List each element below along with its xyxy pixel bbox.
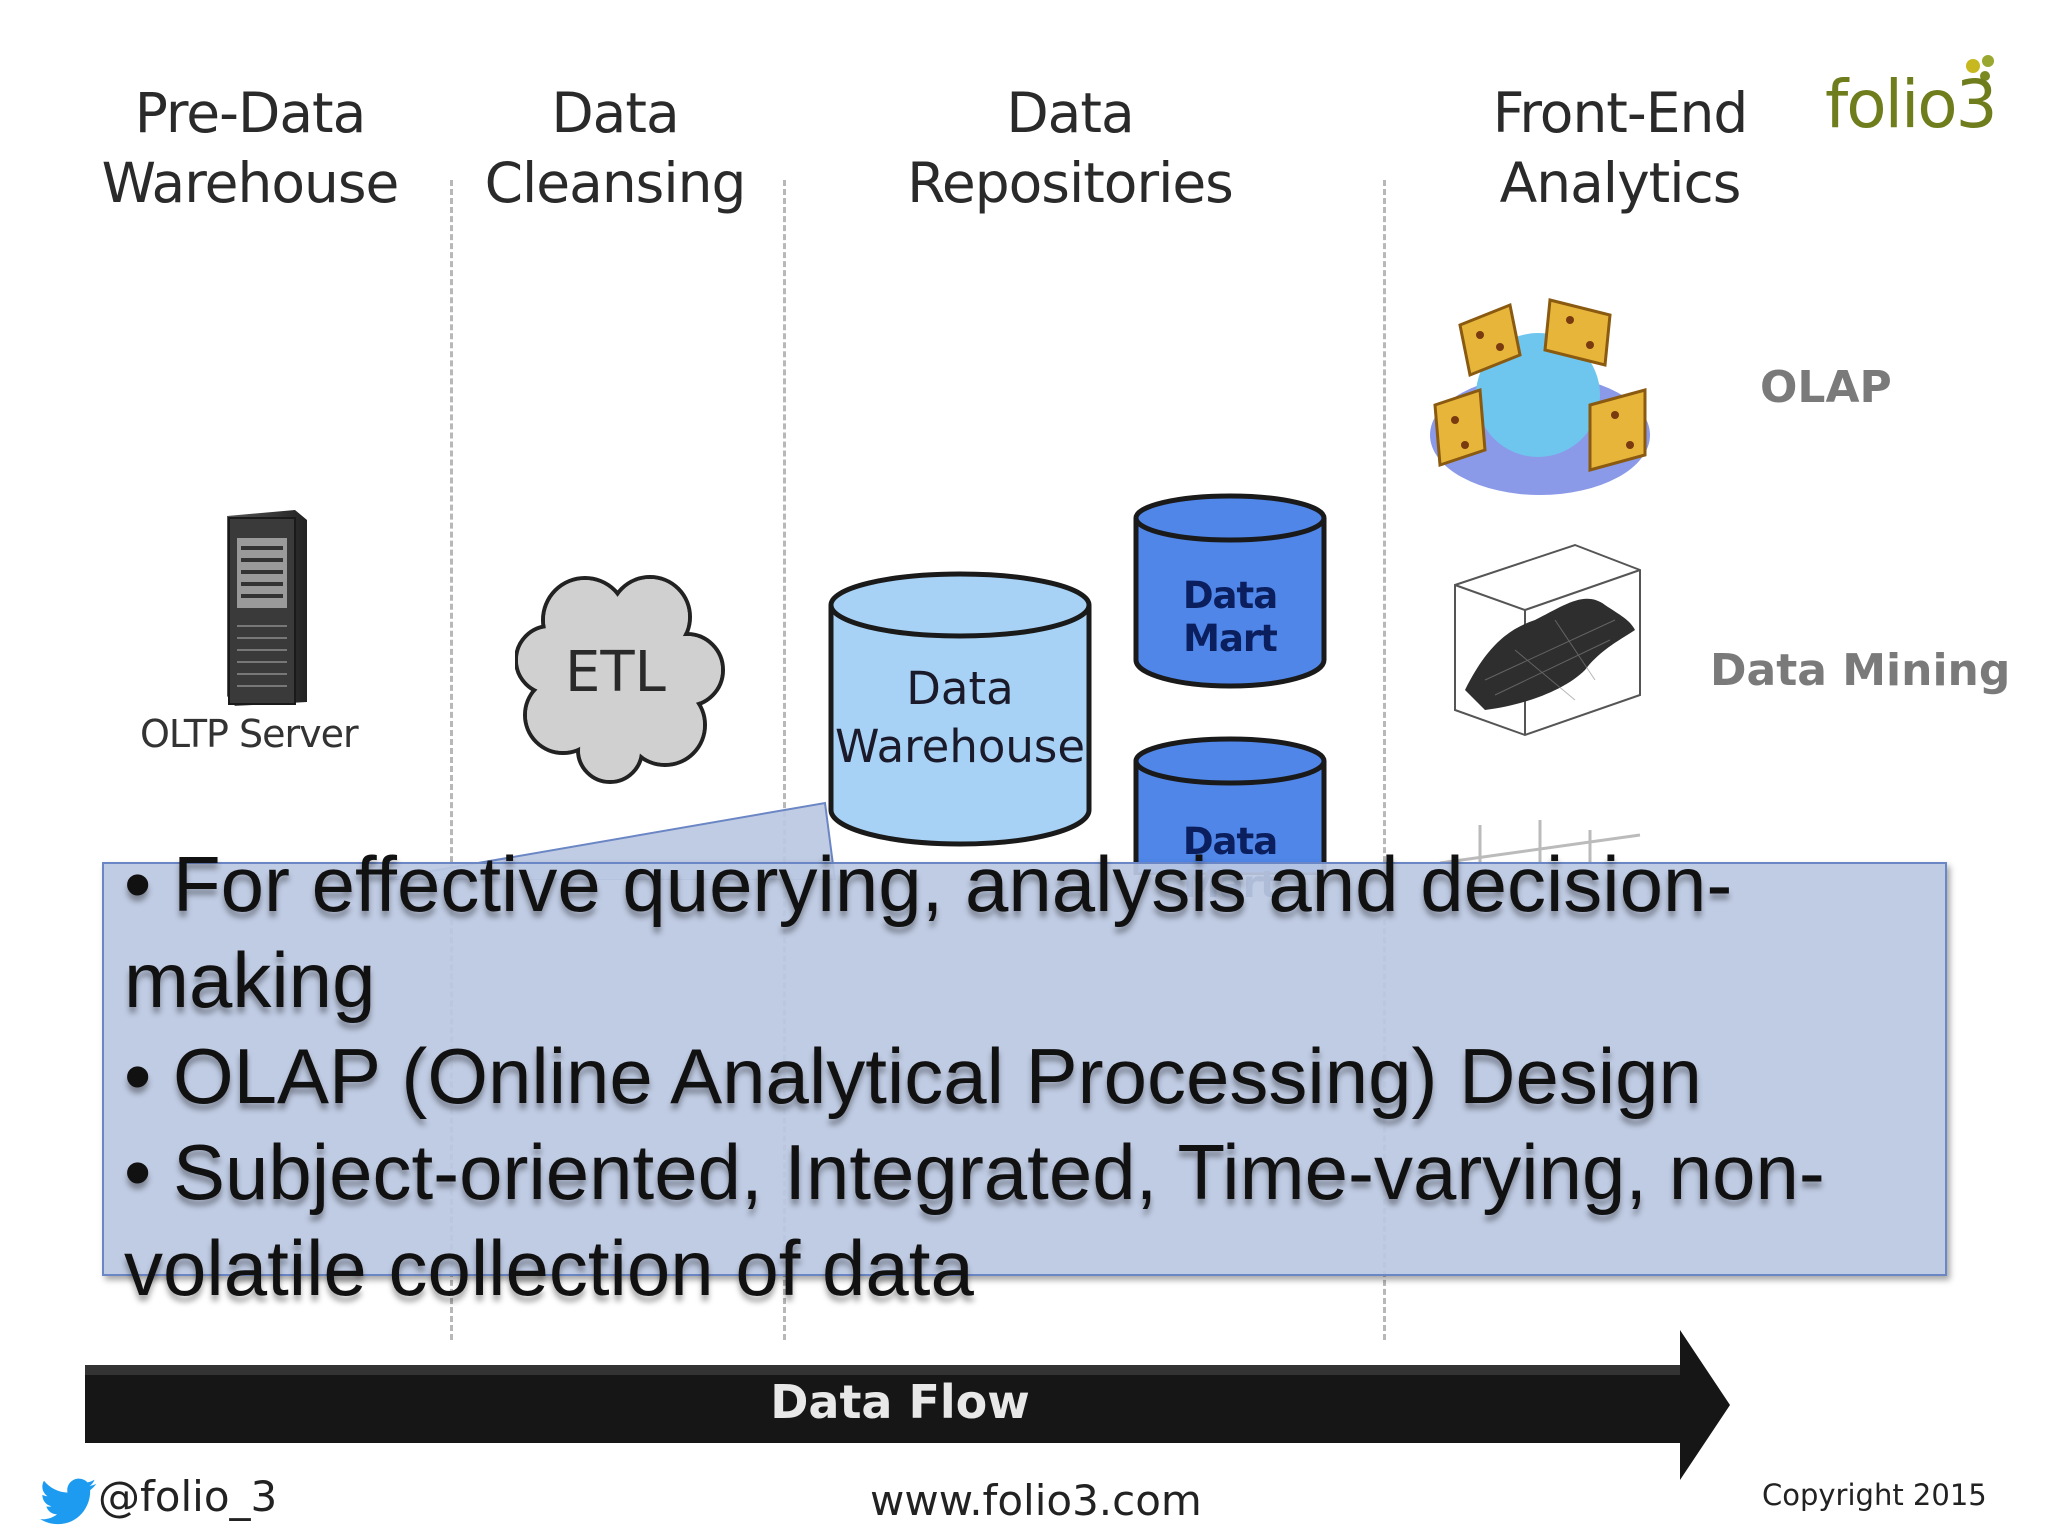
column-title-pre-data-warehouse: Pre-Data Warehouse xyxy=(101,81,400,215)
column-divider-2 xyxy=(783,180,786,1340)
data-mining-surface-icon xyxy=(1454,543,1641,737)
bullet-list: • For effective querying, analysis and d… xyxy=(124,836,1924,1316)
column-title-data-cleansing: Data Cleansing xyxy=(484,81,747,215)
column-divider-1 xyxy=(450,180,453,1340)
etl-cloud-icon xyxy=(515,575,725,784)
data-flow-label: Data Flow xyxy=(770,1375,1030,1429)
oltp-server-label: OLTP Server xyxy=(140,712,359,756)
folio3-logo: folio3 xyxy=(1825,52,2025,143)
oltp-server-icon xyxy=(227,510,307,706)
logo-dots-icon xyxy=(1966,55,1994,81)
bullet-item-3: • Subject-oriented, Integrated, Time-var… xyxy=(124,1128,1825,1312)
bullet-item-2: • OLAP (Online Analytical Processing) De… xyxy=(124,1032,1702,1120)
data-mart-cylinder-1-icon xyxy=(1133,493,1327,689)
olap-label: OLAP xyxy=(1760,362,1892,413)
reporting-chart-icon xyxy=(1439,820,1641,865)
data-flow-arrow xyxy=(85,1330,1730,1480)
column-title-data-repositories: Data Repositories xyxy=(907,81,1234,215)
column-divider-3 xyxy=(1383,180,1386,1340)
data-mart-1-label: Data Mart xyxy=(1182,574,1278,660)
copyright-text: Copyright 2015 xyxy=(1762,1478,1987,1512)
twitter-bird-icon xyxy=(40,1478,96,1525)
etl-label: ETL xyxy=(565,640,666,705)
data-mart-cylinder-2-icon xyxy=(1133,736,1327,875)
data-warehouse-label: Data Warehouse xyxy=(834,662,1086,773)
bullet-item-1: • For effective querying, analysis and d… xyxy=(124,840,1733,1024)
data-mining-label: Data Mining xyxy=(1710,645,2011,696)
logo-text: folio3 xyxy=(1825,66,1998,143)
callout-box xyxy=(102,862,1947,1276)
website-link[interactable]: www.folio3.com xyxy=(870,1476,1202,1525)
twitter-handle[interactable]: @folio_3 xyxy=(98,1472,278,1521)
column-title-front-end-analytics: Front-End Analytics xyxy=(1492,81,1748,215)
olap-cube-icon xyxy=(1430,298,1650,495)
callout-tail xyxy=(380,801,837,880)
data-warehouse-cylinder-icon xyxy=(828,571,1092,847)
